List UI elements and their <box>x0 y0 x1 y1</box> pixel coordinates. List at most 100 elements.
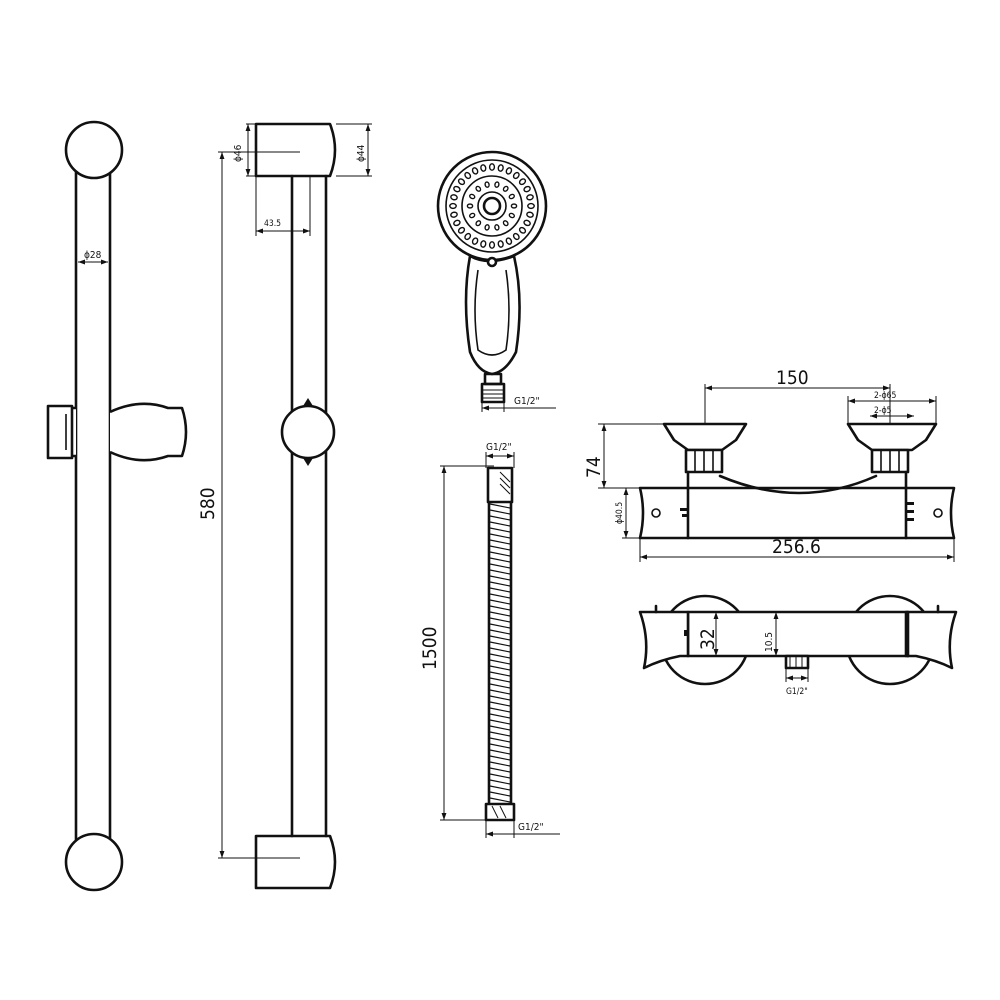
hose-coil-winding <box>489 677 511 683</box>
nozzle <box>453 219 461 227</box>
valve-outlet <box>784 654 810 670</box>
hose-coil-winding <box>489 701 511 707</box>
hose-coil-winding <box>489 797 511 803</box>
valve-outlet-offset-label: 10.5 <box>764 632 775 652</box>
left-handle <box>638 486 690 540</box>
left-handle-top <box>638 610 690 670</box>
nozzle <box>526 194 534 201</box>
hose-coil-winding <box>489 665 511 671</box>
right-wall-flange <box>846 422 938 452</box>
bracket-top-diameter-label: ϕ46 <box>233 144 244 162</box>
hose-coil-winding <box>489 521 511 527</box>
hose-coil-winding <box>489 575 511 581</box>
hose-coil <box>489 503 511 803</box>
rail-front-view: ϕ28 <box>46 120 188 892</box>
bracket-depth-label: 43.5 <box>264 219 281 229</box>
nozzle <box>484 181 490 188</box>
nozzle <box>488 163 496 171</box>
nozzle <box>475 185 482 192</box>
valve-top-view: 32 10.5 G1/2" <box>638 594 958 697</box>
valve-height-label: 74 <box>583 456 605 478</box>
rail-top-end-cap <box>64 120 124 180</box>
hose-coil-winding <box>489 779 511 785</box>
hose-coil-winding <box>489 737 511 743</box>
handset-thread-label: G1/2" <box>514 396 540 407</box>
hose-coil-winding <box>489 731 511 737</box>
hose-coil-winding <box>489 587 511 593</box>
valve-inner-diameter-label: 2-ϕ5 <box>874 406 892 416</box>
side-rail-tube <box>290 174 328 838</box>
valve-body-top-view <box>686 610 910 658</box>
hose-coil-winding <box>489 683 511 689</box>
hose-top-thread-label: G1/2" <box>486 442 512 453</box>
nozzle <box>510 203 518 209</box>
hose-coil-winding <box>489 659 511 665</box>
nozzle-ring-outer <box>449 163 535 249</box>
slider-knob <box>46 404 74 460</box>
nozzle <box>494 224 500 231</box>
nozzle <box>523 185 531 193</box>
nozzle <box>526 211 534 218</box>
hose-coil-winding <box>489 533 511 539</box>
valve-depth-label: 32 <box>697 628 719 650</box>
hose-coil-winding <box>489 773 511 779</box>
hose-coil-winding <box>489 647 511 653</box>
hose-coil-winding <box>489 671 511 677</box>
nozzle <box>505 237 513 245</box>
hose-coil-winding <box>489 719 511 725</box>
top-wall-bracket <box>254 122 337 178</box>
hose-coil-winding <box>489 563 511 569</box>
nozzle <box>512 232 520 241</box>
hose-length-label: 1500 <box>419 627 441 671</box>
hose-coil-winding <box>489 623 511 629</box>
hose-coil-winding <box>489 689 511 695</box>
hose-coil-winding <box>489 791 511 797</box>
rail-bottom-end-cap <box>64 832 124 892</box>
valve-body-top-curve <box>718 474 878 495</box>
rail-diameter-label: ϕ28 <box>84 250 102 261</box>
nozzle <box>484 224 490 231</box>
hose-coil-winding <box>489 755 511 761</box>
nozzle <box>464 171 472 180</box>
nozzle <box>480 164 487 172</box>
nozzle <box>449 202 457 210</box>
nozzle <box>518 226 527 234</box>
hose-top-nut <box>486 466 514 504</box>
nozzle <box>450 194 458 201</box>
nozzle <box>497 164 504 172</box>
nozzle <box>453 185 461 193</box>
hose-coil-winding <box>489 629 511 635</box>
nozzle <box>527 202 535 210</box>
nozzle <box>469 212 476 219</box>
nozzle <box>471 237 479 245</box>
hose-coil-winding <box>489 539 511 545</box>
hose-coil-winding <box>489 653 511 659</box>
right-handle-top <box>904 610 958 670</box>
nozzle <box>508 193 515 200</box>
hose-coil-winding <box>489 605 511 611</box>
hand-shower: G1/2" <box>436 150 556 412</box>
valve-front-view: 150 2-ϕ65 2-ϕ5 74 ϕ40.5 256.6 <box>583 367 956 562</box>
nozzle <box>471 167 479 175</box>
hose-coil-winding <box>489 767 511 773</box>
hose-coil-winding <box>489 707 511 713</box>
hose-coil-winding <box>489 581 511 587</box>
side-slider-body <box>280 404 336 460</box>
nozzle <box>475 220 482 227</box>
nozzle <box>464 232 472 241</box>
hose-coil-winding <box>489 743 511 749</box>
hose-coil-winding <box>489 551 511 557</box>
hose-coil-winding <box>489 515 511 521</box>
hose-coil-winding <box>489 545 511 551</box>
rail-side-view: 580 ϕ46 ϕ44 43.5 <box>197 122 372 890</box>
nozzle <box>469 193 476 200</box>
nozzle <box>502 220 509 227</box>
hose-coil-winding <box>489 593 511 599</box>
shower-hose: 1500 G1/2" G1/2" <box>419 442 560 838</box>
hose-coil-winding <box>489 599 511 605</box>
hose-coil-winding <box>489 503 511 509</box>
valve-width-label: 256.6 <box>772 536 821 558</box>
hose-coil-winding <box>489 527 511 533</box>
nozzle <box>505 167 513 175</box>
